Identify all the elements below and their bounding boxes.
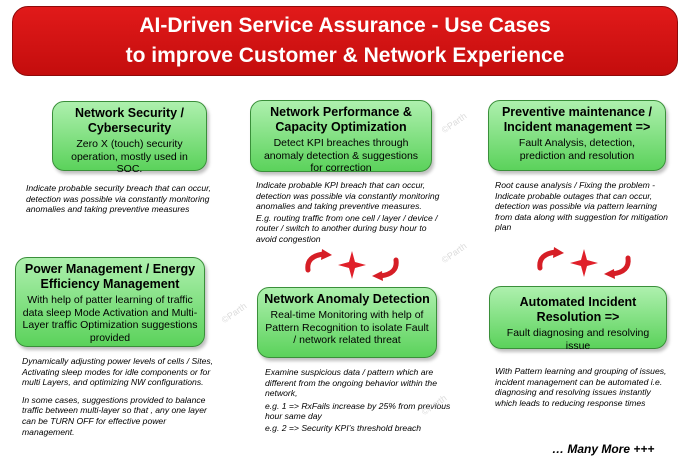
many-more-footer: … Many More +++ [552,442,655,456]
security-box: Network Security / Cybersecurity Zero X … [52,101,207,175]
performance-box: Network Performance & Capacity Optimizat… [250,100,432,174]
security-body: Zero X (touch) security operation, mostl… [71,138,188,175]
preventive-box: Preventive maintenance / Incident manage… [488,100,666,171]
incident-body: Fault diagnosing and resolving issue [506,327,650,352]
title-line-1: AI-Driven Service Assurance - Use Cases [139,14,551,37]
performance-title: Network Performance & Capacity Optimizat… [270,105,412,134]
security-title: Network Security / Cybersecurity [74,106,185,135]
preventive-body: Fault Analysis, detection, prediction an… [518,137,636,162]
preventive-title: Preventive maintenance / Incident manage… [501,105,653,134]
incident-note: With Pattern learning and grouping of is… [495,366,667,408]
watermark: ©Parth [439,110,469,136]
title-line-2: to improve Customer & Network Experience [125,44,565,67]
power-body: With help of patter learning of traffic … [22,294,198,344]
preventive-note: Root cause analysis / Fixing the problem… [495,180,668,233]
star-icon [338,251,366,279]
anomaly-note: Examine suspicious data / pattern which … [265,367,451,433]
cycle-arrows-icon [305,249,399,281]
power-box: Power Management / Energy Efficiency Man… [15,257,205,347]
anomaly-body: Real-time Monitoring with help of Patter… [265,309,429,346]
cycle-arrows-icon [537,247,631,279]
incident-title: Automated Incident Resolution => [519,295,637,324]
anomaly-title: Network Anomaly Detection [264,292,430,306]
star-icon [570,249,598,277]
performance-note: Indicate probable KPI breach that can oc… [256,180,440,244]
anomaly-box: Network Anomaly Detection Real-time Moni… [257,287,437,358]
security-note: Indicate probable security breach that c… [26,183,211,215]
performance-body: Detect KPI breaches through anomaly dete… [263,137,419,174]
title-banner: AI-Driven Service Assurance - Use Cases … [12,6,678,76]
power-note: Dynamically adjusting power levels of ce… [22,356,214,437]
power-title: Power Management / Energy Efficiency Man… [24,262,196,291]
incident-box: Automated Incident Resolution => Fault d… [489,286,667,352]
watermark: ©Parth [219,300,249,326]
